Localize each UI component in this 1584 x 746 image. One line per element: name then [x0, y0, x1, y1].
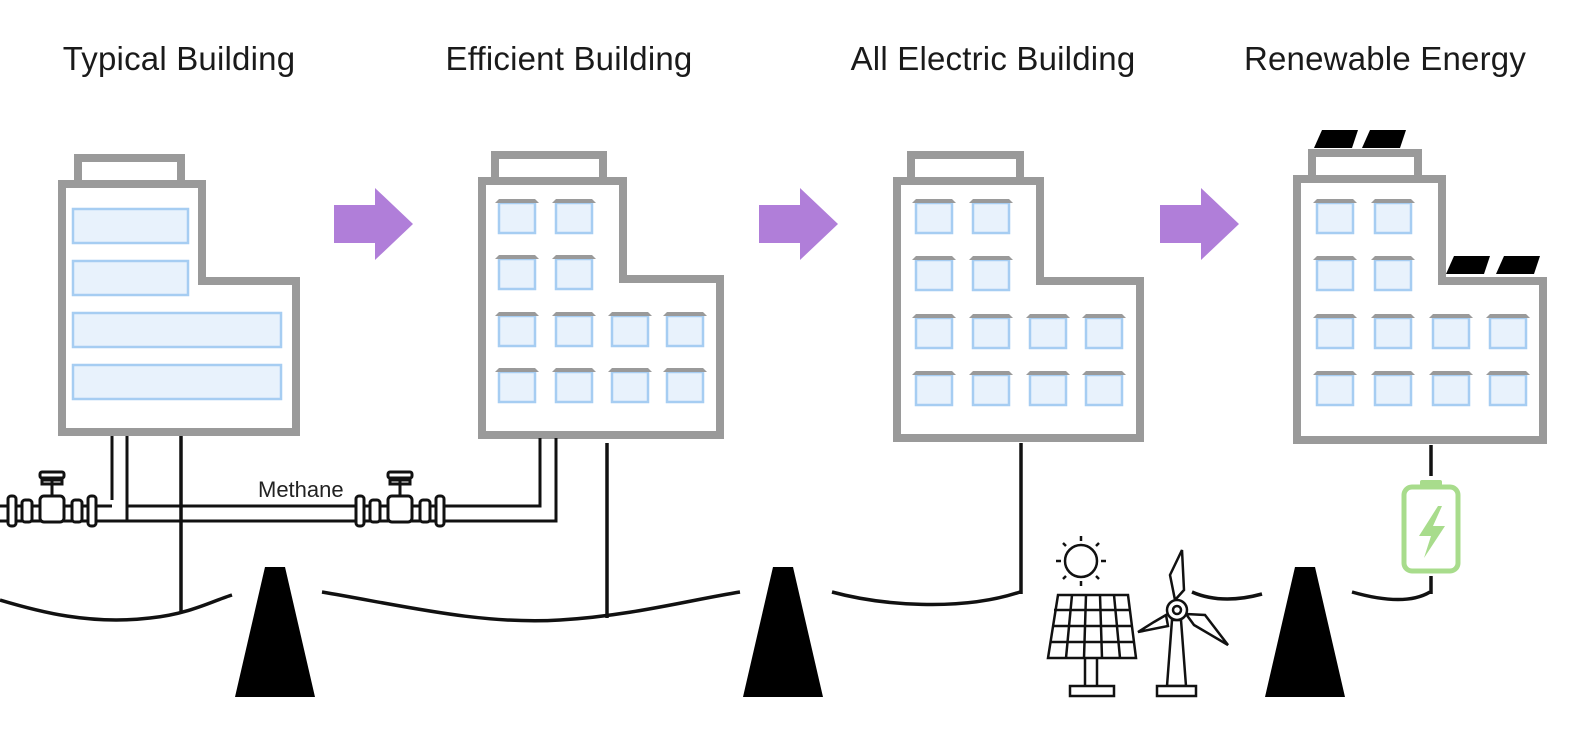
valve-icon: [354, 470, 446, 528]
efficient-building: [478, 151, 724, 439]
transmission-tower-icon: [733, 567, 833, 697]
typical-building: [58, 154, 300, 436]
solar-panel-icon: [1046, 593, 1138, 698]
title-typical-building: Typical Building: [62, 40, 296, 77]
battery-icon: [1401, 480, 1461, 574]
all-electric-building: [893, 151, 1144, 442]
transmission-tower-icon: [1255, 567, 1355, 697]
transmission-tower-icon: [225, 567, 325, 697]
title-all-electric-building: All Electric Building: [850, 40, 1136, 77]
methane-label: Methane: [258, 477, 344, 502]
sun-icon: [1056, 536, 1106, 586]
title-renewable-energy: Renewable Energy: [1243, 40, 1527, 77]
power-line: [0, 436, 1433, 623]
valve-icon: [0, 470, 127, 528]
arrow-right-icon: [1160, 188, 1239, 260]
arrow-right-icon: [334, 188, 413, 260]
renewable-building: [1293, 130, 1547, 444]
title-efficient-building: Efficient Building: [445, 40, 693, 77]
wind-turbine-icon: [1137, 549, 1229, 698]
arrow-right-icon: [759, 188, 838, 260]
